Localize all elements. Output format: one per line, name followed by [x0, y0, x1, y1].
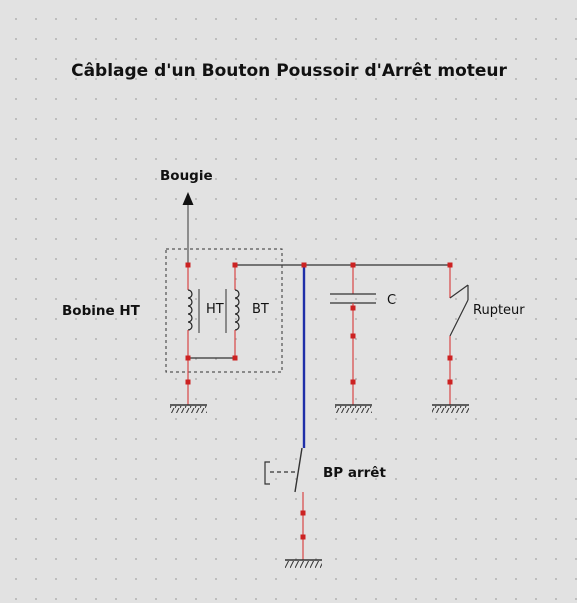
label-rupteur: Rupteur: [473, 303, 525, 318]
node: [185, 262, 191, 268]
node: [301, 262, 307, 268]
diagram-title: Câblage d'un Bouton Poussoir d'Arrêt mot…: [71, 61, 507, 81]
label-bt: BT: [252, 302, 269, 317]
bougie-lead: [182, 192, 194, 265]
node: [350, 379, 356, 385]
node: [300, 510, 306, 516]
label-ht: HT: [206, 302, 224, 317]
node: [447, 355, 453, 361]
coil-bt: [234, 265, 240, 358]
push-button: [264, 447, 304, 560]
node: [350, 262, 356, 268]
node: [232, 262, 238, 268]
node: [350, 333, 356, 339]
connection-nodes: [185, 262, 453, 540]
coil-ht: [187, 265, 193, 405]
node: [447, 262, 453, 268]
rupteur-switch: [449, 265, 469, 405]
ground-icon: [170, 404, 207, 413]
node: [185, 379, 191, 385]
node: [185, 355, 191, 361]
node: [350, 305, 356, 311]
ground-icon: [285, 559, 322, 568]
label-bp-arret: BP arrêt: [323, 465, 386, 481]
capacitor-c: [330, 265, 376, 405]
coil-enclosure: [165, 248, 283, 373]
label-bobine: Bobine HT: [62, 303, 141, 319]
node: [300, 534, 306, 540]
ground-icon: [432, 404, 469, 413]
ground-icon: [335, 404, 372, 413]
node: [447, 379, 453, 385]
arrow-up-icon: [182, 192, 194, 205]
label-capacitor: C: [387, 293, 396, 308]
node: [232, 355, 238, 361]
label-bougie: Bougie: [160, 168, 213, 184]
